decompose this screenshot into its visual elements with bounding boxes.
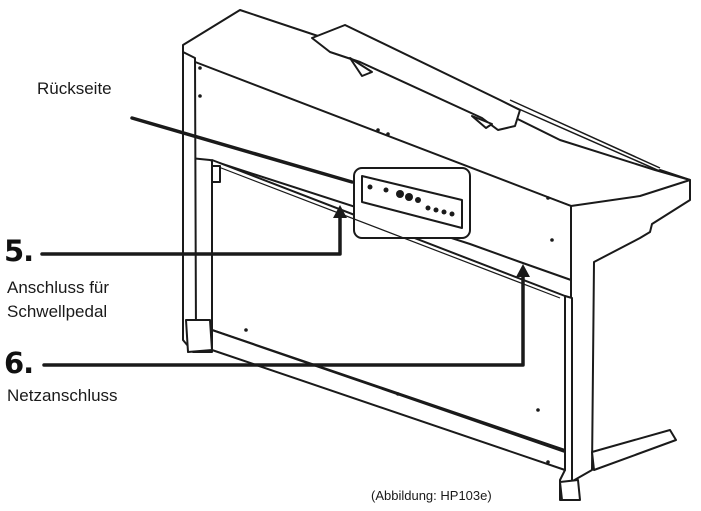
callout-5-line2: Schwellpedal: [7, 302, 108, 321]
rear-side-label: Rückseite: [37, 79, 112, 98]
arrowhead-5: [333, 205, 347, 218]
callout-6-number: 6.: [4, 346, 34, 380]
callout-6-line1: Netzanschluss: [7, 386, 118, 405]
right-foot: [591, 429, 677, 471]
leader-line-6: [42, 270, 525, 367]
connector-jacks: [198, 66, 554, 464]
arrowhead-6: [516, 264, 530, 277]
leader-line-rear-side: [130, 116, 354, 184]
left-foot: [185, 319, 213, 353]
music-rest: [311, 24, 521, 131]
callout-5-number: 5.: [4, 234, 34, 268]
callout-5-line1: Anschluss für: [7, 278, 110, 297]
figure-caption: (Abbildung: HP103e): [371, 488, 492, 503]
leader-line-5: [40, 210, 342, 256]
